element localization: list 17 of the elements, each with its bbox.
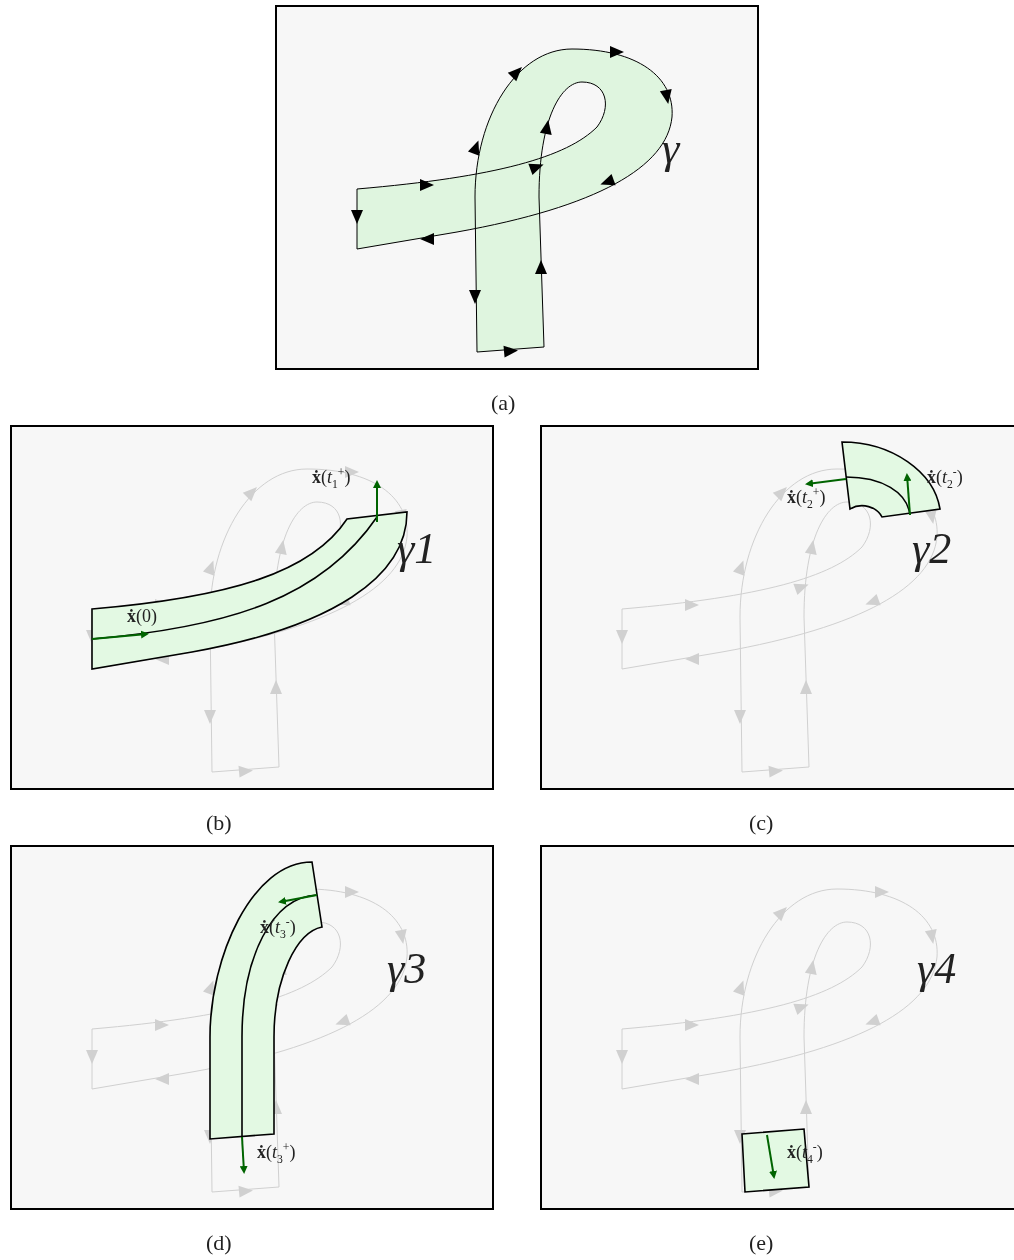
panel-caption: (b)	[206, 812, 232, 834]
vector-label: ẋ(t$_{4}$$^{-}$)	[787, 1142, 823, 1166]
curve-label: γ2	[912, 527, 952, 571]
vector-label: ẋ(t$_{2}$$^{-}$)	[927, 467, 963, 491]
curve-label: γ1	[397, 527, 437, 571]
vector-label: ẋ(t$_{3}$$^{+}$)	[257, 1142, 296, 1166]
vector-label: ẋ(t$_{2}$$^{+}$)	[787, 487, 826, 511]
panel-caption: (e)	[749, 1232, 774, 1254]
curve-label: γ	[662, 127, 680, 171]
panel-caption: (a)	[491, 392, 516, 414]
vector-label: ẋ(t$_{1}$$^{+}$)	[312, 467, 351, 491]
vector-label: ẋ(t$_{3}$$^{-}$)	[260, 917, 296, 941]
panel-caption: (c)	[749, 812, 774, 834]
panel-caption: (d)	[206, 1232, 232, 1254]
vector-label: ẋ(0)	[127, 607, 157, 625]
curve-label: γ3	[387, 947, 427, 991]
curve-label: γ4	[917, 947, 957, 991]
